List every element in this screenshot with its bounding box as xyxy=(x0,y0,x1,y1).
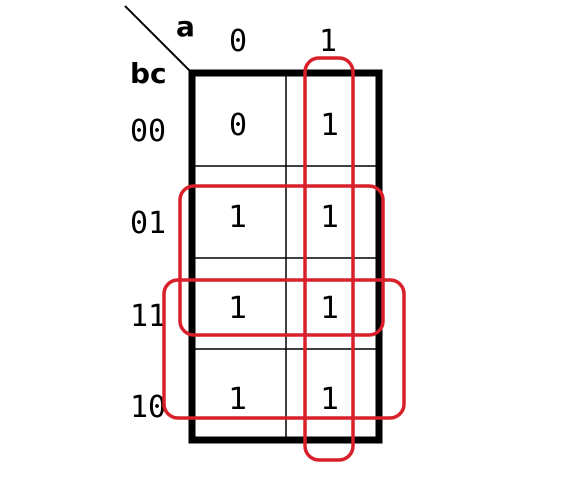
row-header-10: 10 xyxy=(130,390,166,425)
cell-value-r0-c1: 1 xyxy=(320,108,339,143)
cell-value-r3-c0: 1 xyxy=(228,382,247,417)
cell-value-r0-c0: 0 xyxy=(229,108,247,143)
group-loop-column-a1 xyxy=(303,56,355,462)
cell-value-r1-c1: 1 xyxy=(320,200,339,235)
group-loop-rows-01-11 xyxy=(178,184,385,337)
cell-value-r1-c0: 1 xyxy=(228,200,247,235)
row-header-01: 01 xyxy=(130,206,166,241)
grid-lines xyxy=(192,73,379,440)
group-loop-rows-11-10 xyxy=(162,278,406,420)
cell-value-r2-c0: 1 xyxy=(228,291,247,326)
row-header-00: 00 xyxy=(130,114,166,149)
cell-value-r3-c1: 1 xyxy=(320,382,339,417)
column-header-1: 1 xyxy=(319,24,337,59)
row-header-11: 11 xyxy=(130,299,166,334)
groupings xyxy=(162,56,406,462)
column-variable-label: a xyxy=(176,10,195,43)
cell-value-r2-c1: 1 xyxy=(320,291,339,326)
column-header-0: 0 xyxy=(229,24,247,59)
corner-diagonal xyxy=(124,5,193,74)
row-variable-label: bc xyxy=(130,57,167,90)
map-border xyxy=(188,69,383,444)
